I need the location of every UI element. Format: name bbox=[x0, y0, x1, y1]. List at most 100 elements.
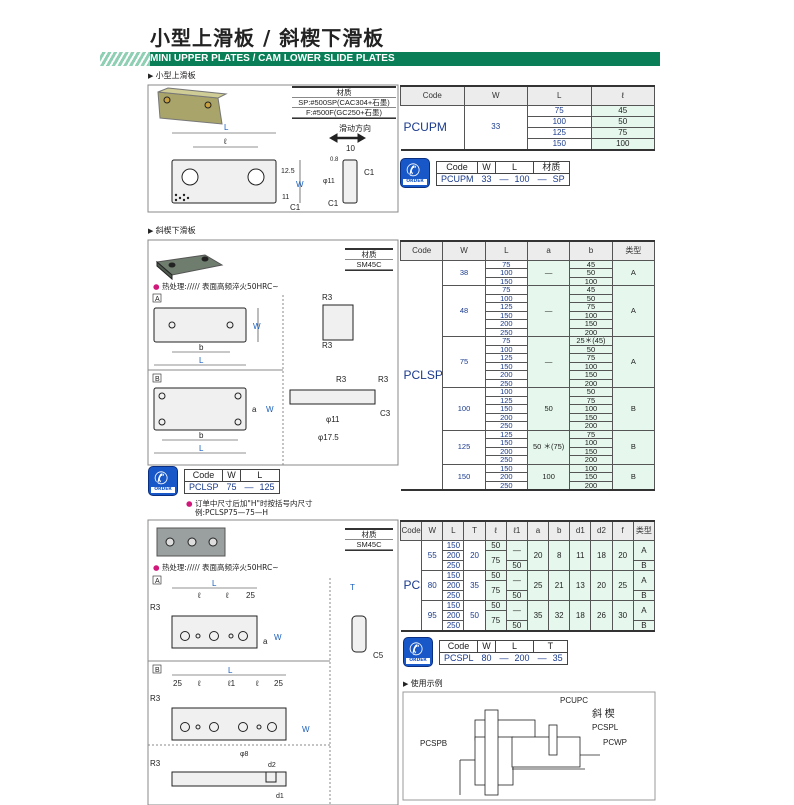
section2-label: 斜楔下滑板 bbox=[148, 226, 196, 236]
dim-R3-4: R3 bbox=[378, 375, 389, 384]
pcspl-spec-table: CodeWLTℓℓ1abd1d2f类型PCSPL551502050—208111… bbox=[399, 520, 656, 632]
l-cell: 150 bbox=[442, 569, 465, 581]
part-PCWP: PCWP bbox=[603, 738, 627, 747]
l-cell: 125 bbox=[484, 302, 528, 312]
side-view-3 bbox=[351, 615, 367, 653]
b-cell: 75 bbox=[569, 395, 613, 405]
a-cell: 100 bbox=[526, 463, 571, 491]
l-cell: 150 bbox=[484, 463, 528, 473]
l-cell: 200 bbox=[484, 472, 528, 482]
b-cell: 45 bbox=[569, 259, 613, 269]
b-cell: 150 bbox=[569, 446, 613, 456]
order-header: Code bbox=[435, 160, 479, 174]
heat-treatment-note: ● 热处理:///// 表面高频淬火50HRC~ bbox=[153, 282, 279, 291]
l-cell: 150 bbox=[484, 276, 528, 286]
w-cell: 80 bbox=[421, 569, 444, 601]
dim-C1: C1 bbox=[290, 203, 301, 212]
column-header: d1 bbox=[569, 520, 592, 541]
order-header: Code bbox=[183, 468, 224, 482]
f-cell: 30 bbox=[611, 599, 634, 631]
order-phone-icon: ✆ORDER bbox=[148, 466, 178, 496]
order-value-text: 200 bbox=[514, 652, 530, 663]
b-cell: 50 bbox=[569, 344, 613, 354]
mini-upper-plate-photo bbox=[157, 87, 228, 125]
separator-dash: — bbox=[537, 652, 547, 663]
column-header: W bbox=[442, 240, 486, 261]
l-cell: 150 bbox=[442, 599, 465, 611]
dim-l-3B-1: ℓ bbox=[197, 679, 201, 688]
w-cell: 95 bbox=[421, 599, 444, 631]
type-cell: B bbox=[611, 429, 656, 465]
order-note-example: 例:PCLSP75—75—H bbox=[195, 508, 268, 517]
b-cell: 100 bbox=[569, 361, 613, 371]
l-cell: 125 bbox=[484, 395, 528, 405]
ell-cell: 75 bbox=[484, 579, 507, 601]
l-cell: 125 bbox=[484, 429, 528, 439]
order-value: 33 bbox=[477, 172, 496, 186]
separator-dash: — bbox=[537, 173, 547, 184]
material-line: SP:#500SP(CAC304+石墨) bbox=[292, 98, 396, 108]
b-cell: 150 bbox=[569, 370, 613, 380]
l-cell: 250 bbox=[484, 480, 528, 491]
b-cell: 200 bbox=[569, 421, 613, 431]
usage-label: 使用示例 bbox=[403, 679, 443, 689]
dim-R3-3B: R3 bbox=[150, 694, 161, 703]
f-cell: 25 bbox=[611, 569, 634, 601]
column-header: L bbox=[484, 240, 528, 261]
type-A-top-view bbox=[153, 307, 247, 343]
l-cell: 150 bbox=[484, 310, 528, 320]
separator-dash: — bbox=[244, 481, 254, 492]
part-cam: 斜 楔 bbox=[592, 707, 615, 720]
order-value-text: 35 bbox=[552, 652, 563, 663]
order-note: ● 订单中尺寸后加"H"时按括号内尺寸 例:PCLSP75—75—H bbox=[186, 499, 312, 517]
ell-cell: 50 bbox=[484, 599, 507, 611]
roughness-0-8: 0.8 bbox=[330, 157, 339, 163]
l-cell: 100 bbox=[484, 344, 528, 354]
dim-L-A: L bbox=[199, 356, 204, 365]
d2-cell: 26 bbox=[590, 599, 613, 631]
a-cell: 50 ＊(75) bbox=[526, 429, 571, 465]
dim-W-A: W bbox=[253, 322, 261, 331]
order-value: —125 bbox=[240, 480, 280, 494]
material-value: SM45C bbox=[345, 540, 393, 550]
ell-cell: 50 bbox=[484, 539, 507, 551]
type-cell: B bbox=[611, 463, 656, 491]
dim-10: 10 bbox=[346, 144, 355, 153]
dim-12-5: 12.5 bbox=[281, 168, 295, 175]
section2-box bbox=[147, 239, 399, 466]
subtitle-band: MINI UPPER PLATES / CAM LOWER SLIDE PLAT… bbox=[100, 52, 660, 66]
order-value: 80 bbox=[477, 651, 496, 665]
order-note-line: 订单中尺寸后加"H"时按括号内尺寸 bbox=[194, 499, 313, 508]
d2-cell: 20 bbox=[590, 569, 613, 601]
order-value-text: 33 bbox=[481, 173, 492, 184]
b-cell: 50 bbox=[569, 387, 613, 397]
ell1-cell: 50 bbox=[505, 619, 528, 631]
order-header: 材质 bbox=[533, 160, 570, 174]
dim-l-3B-2: ℓ bbox=[255, 679, 259, 688]
type-B-section-view bbox=[289, 389, 376, 405]
b-cell: 75 bbox=[569, 353, 613, 363]
usage-box bbox=[402, 691, 656, 801]
ell1-cell: 50 bbox=[505, 559, 528, 571]
dim-25-3B-1: 25 bbox=[173, 679, 182, 688]
order-header: W bbox=[477, 639, 497, 653]
l-cell: 150 bbox=[484, 361, 528, 371]
order-value: — 35 bbox=[533, 651, 568, 665]
dim-C1-side: C1 bbox=[364, 168, 375, 177]
a-cell: — bbox=[526, 259, 571, 286]
separator-dash: — bbox=[499, 173, 509, 184]
ell-cell: 100 bbox=[590, 137, 655, 150]
dim-b-B: b bbox=[199, 431, 204, 440]
code-cell: PCSPL bbox=[400, 539, 423, 631]
